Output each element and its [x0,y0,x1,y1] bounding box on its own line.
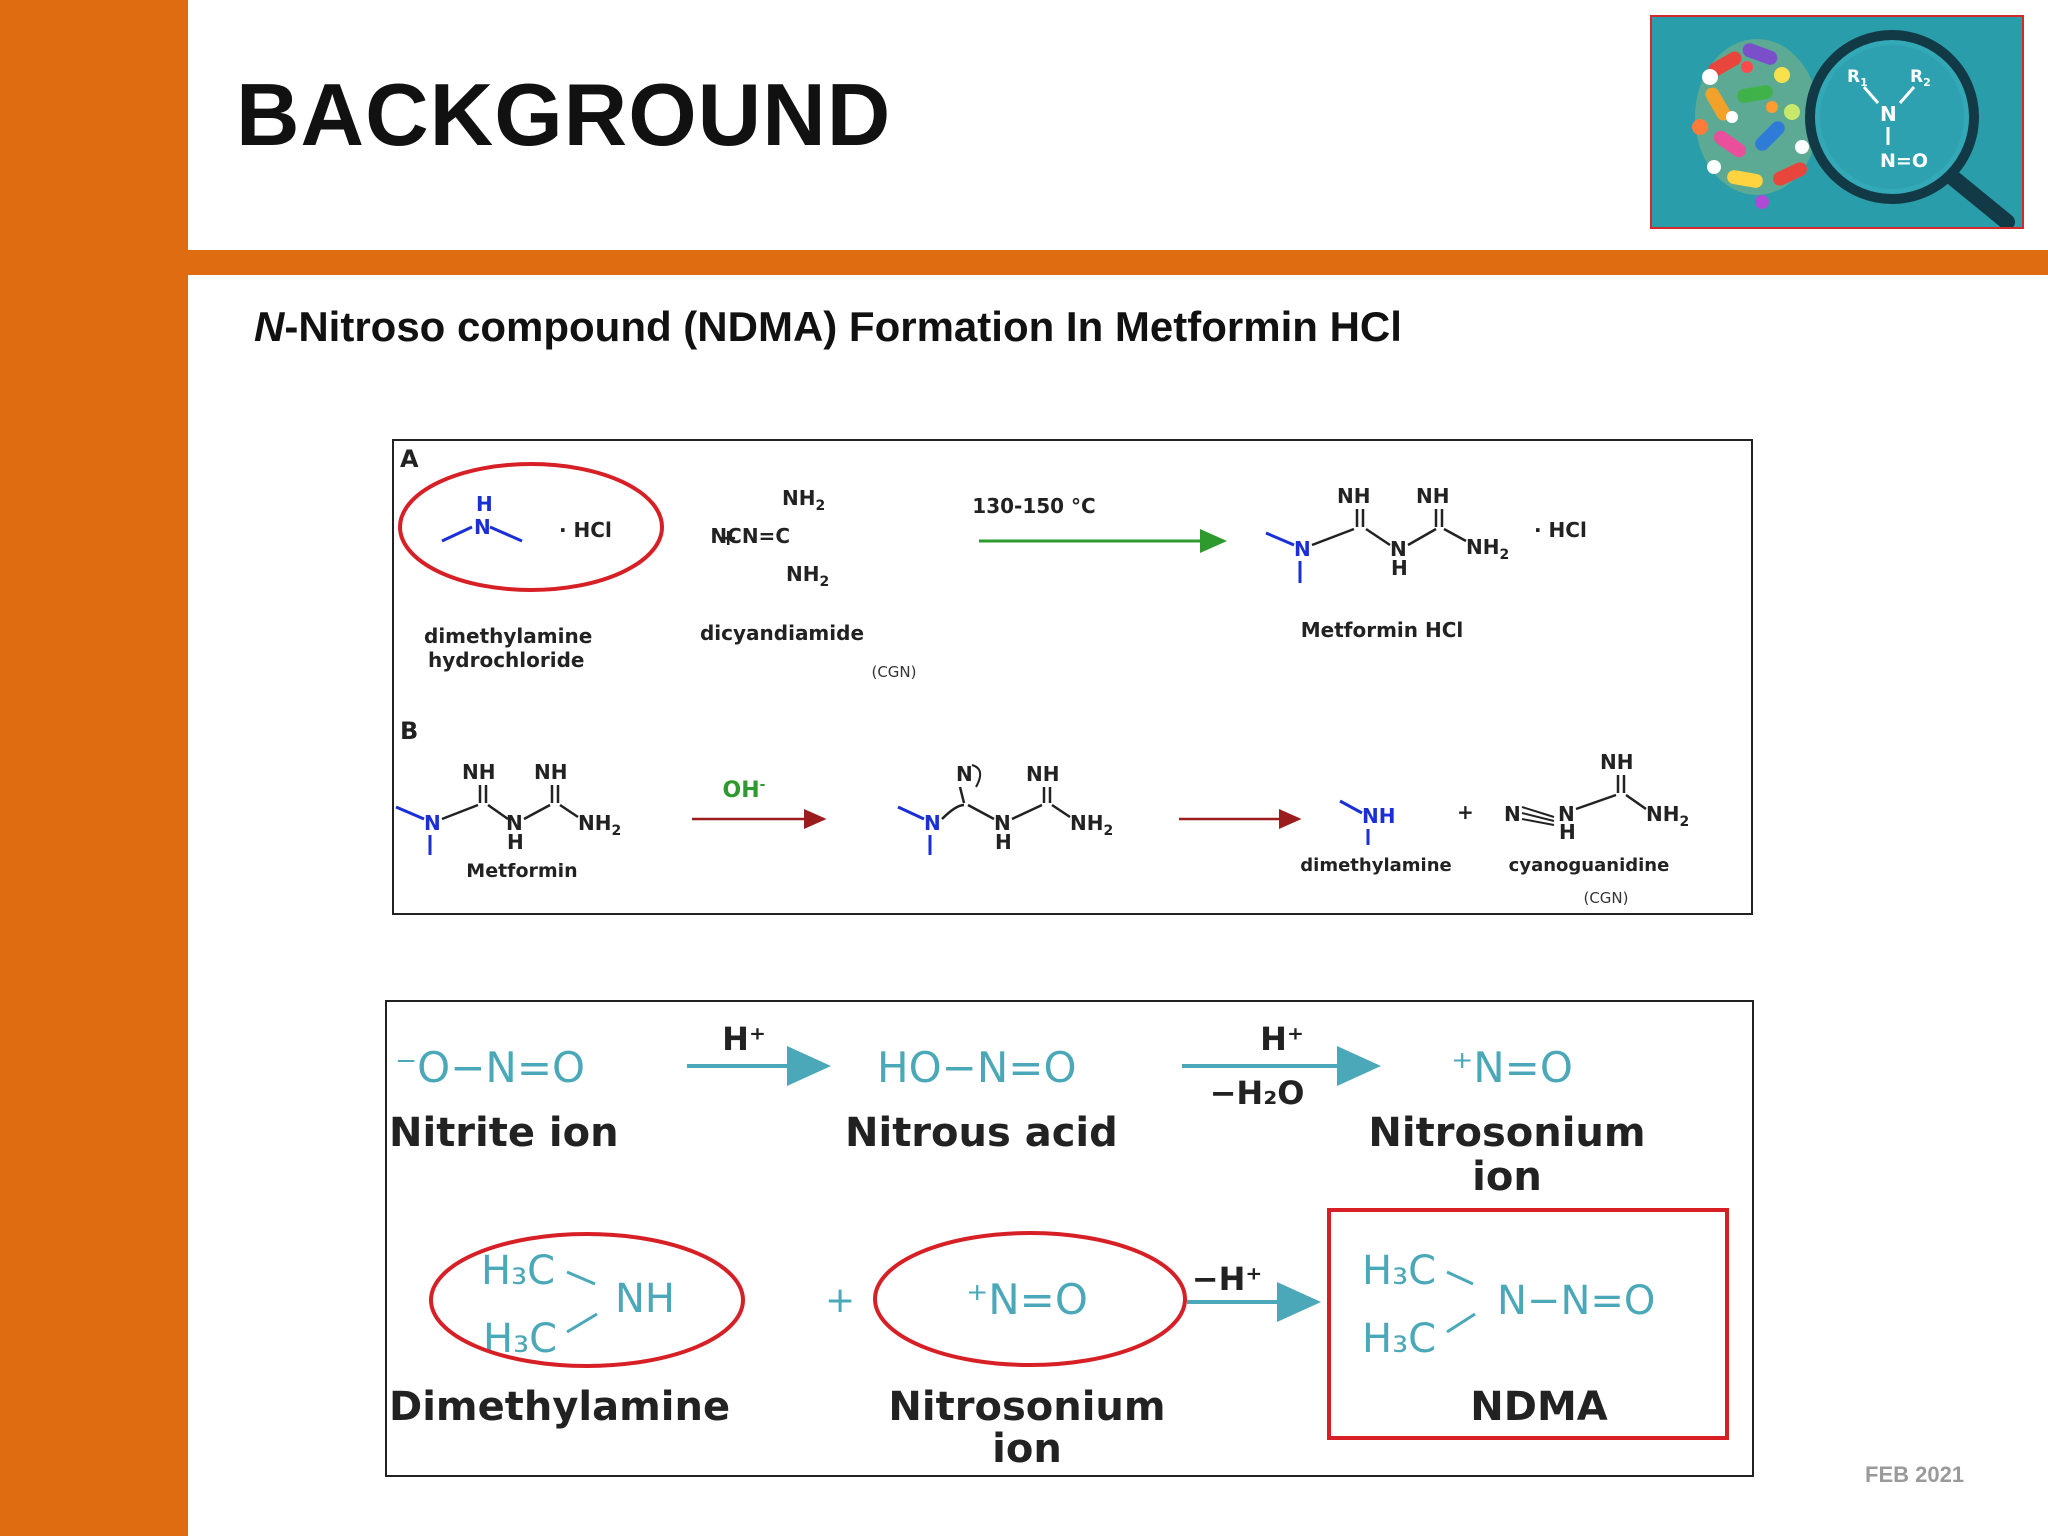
cgn-name: dicyandiamide [700,621,864,645]
cyano-h-bottom: H [1559,820,1576,844]
header-divider-bar [188,250,2048,275]
panel-b-label: B [400,717,418,745]
arrow2-top-label: H⁺ [1260,1020,1304,1058]
reaction-condition: 130-150 °C [972,494,1095,518]
base-label: OH- [723,777,766,803]
intermediate-structure: N NH N N H NH2 [897,762,1113,855]
ndma-name: NDMA [1470,1384,1607,1430]
dma-salt: · HCl [559,518,612,542]
dma-n: N [474,515,491,539]
cyano-n-mid: N [1558,802,1575,826]
dimethylamine-name: Dimethylamine [389,1384,730,1430]
slide-title: BACKGROUND [236,65,892,164]
met-hcl-h-bottom: H [1391,556,1408,580]
met-hcl-nh2: NH [1416,484,1449,508]
met-hcl-nh2-end: NH2 [1466,535,1509,563]
cgn-abbrev: (CGN) [871,663,916,681]
nitrosonium-highlight-circle [873,1231,1187,1367]
ndma-h3c-bottom: H₃C [1362,1316,1436,1362]
panel-a-label: A [400,445,419,473]
cyano-n-left: N [1504,802,1521,826]
int-n-bottom: N [994,811,1011,835]
dma-hcl-name-line2: hydrochloride [428,648,584,672]
cyano-nh-top: NH [1600,750,1633,774]
met-nh2: NH [534,760,567,784]
nitrite-name: Nitrite ion [389,1110,619,1156]
plus-sign-c: + [825,1280,855,1321]
met-hcl-name: Metformin HCl [1301,618,1464,642]
metformin-scheme-panel: A H N · HCl dimethylamine hydrochloride … [392,439,1753,915]
met-n: N [424,811,441,835]
met-hcl-salt: · HCl [1534,518,1587,542]
dma-hcl-highlight-circle [398,462,664,592]
met-hcl-nh1: NH [1337,484,1370,508]
ndma-n-no: N−N=O [1497,1278,1655,1324]
subtitle-text: -Nitroso compound (NDMA) Formation In Me… [284,303,1402,350]
left-accent-bar [0,0,188,1536]
nitrous-name: Nitrous acid [845,1110,1118,1156]
cyano-abbrev: (CGN) [1583,889,1628,907]
int-n: N [924,811,941,835]
logo-no-group: N=O [1880,150,1928,172]
nitrosonium-formula: ⁺N=O [1451,1043,1573,1092]
slide-subtitle: N-Nitroso compound (NDMA) Formation In M… [254,303,1402,351]
ndma-highlight-box [1327,1208,1729,1440]
int-nh2-end: NH2 [1070,811,1113,839]
int-nh: NH [1026,762,1059,786]
nitrite-formula: ⁻O−N=O [395,1043,585,1092]
cyano-nh2-end: NH2 [1646,802,1689,830]
arrow1-label: H⁺ [722,1020,766,1058]
dimethylamine-hcl-structure: H N · HCl dimethylamine hydrochloride [424,492,612,672]
dma-hcl-name-line1: dimethylamine [424,624,592,648]
logo-r1: R1 [1847,67,1868,89]
nitrosonium-name-line2: ion [1472,1154,1542,1200]
int-h-bottom: H [995,830,1012,854]
dma-h: H [476,492,493,516]
dma-nh-group: NH [615,1276,675,1322]
metformin-hcl-structure: NH NH N N H NH2 · HCl Metformin HCl [1265,484,1587,642]
arrow2-bottom-label: −H₂O [1210,1074,1305,1112]
ndma-h3c-top: H₃C [1362,1248,1436,1294]
arrow3-label: −H⁺ [1192,1260,1262,1298]
nitrosamine-logo: R1 R2 N N=O [1650,15,2024,229]
met-hcl-n-bottom: N [1390,537,1407,561]
magnifier-pills-icon: R1 R2 N N=O [1652,17,2022,227]
cgn-nh2-bottom: NH2 [786,562,829,590]
int-n-top: N [956,762,973,786]
nitrosonium-name-line1: Nitrosonium [1368,1110,1645,1156]
met-nh2-end: NH2 [578,811,621,839]
cyanoguanidine-structure: N NH N H NH2 cyanoguanidine (CGN) [1504,750,1689,907]
met-nh1: NH [462,760,495,784]
met-h-bottom: H [507,830,524,854]
logo-r2: R2 [1910,67,1931,89]
met-n-bottom: N [506,811,523,835]
dma-h3c-top: H₃C [481,1248,555,1294]
met-name: Metformin [466,860,577,882]
logo-n-atom: N [1880,102,1897,126]
nitrosonium2-formula: ⁺N=O [966,1275,1088,1324]
plus-sign-a: + [719,526,737,551]
cgn-formula: NCN=C [710,524,790,548]
cgn-nh2-top: NH2 [782,486,825,514]
dma-nh: NH [1362,804,1395,828]
metformin-structure: NH NH N N H NH2 Metformin [395,760,621,882]
cyano-name: cyanoguanidine [1509,855,1670,876]
plus-sign-b: + [1457,800,1474,824]
nitrosonium2-name-line1: Nitrosonium [888,1384,1165,1430]
dma-name: dimethylamine [1300,855,1451,876]
subtitle-italic-n: N [254,303,285,350]
met-hcl-n: N [1294,537,1311,561]
dimethylamine-structure-a: NH dimethylamine [1300,799,1452,876]
nitrous-formula: HO−N=O [877,1043,1077,1092]
footer-date: FEB 2021 [1865,1462,1965,1487]
nitrosonium2-name-line2: ion [992,1426,1062,1472]
ndma-formation-panel: ⁻O−N=O Nitrite ion H⁺ HO−N=O Nitrous aci… [385,1000,1754,1477]
dicyandiamide-structure: NH2 NH2 NCN=C dicyandiamide (CGN) [700,486,917,681]
dimethylamine-highlight-circle [429,1232,745,1368]
